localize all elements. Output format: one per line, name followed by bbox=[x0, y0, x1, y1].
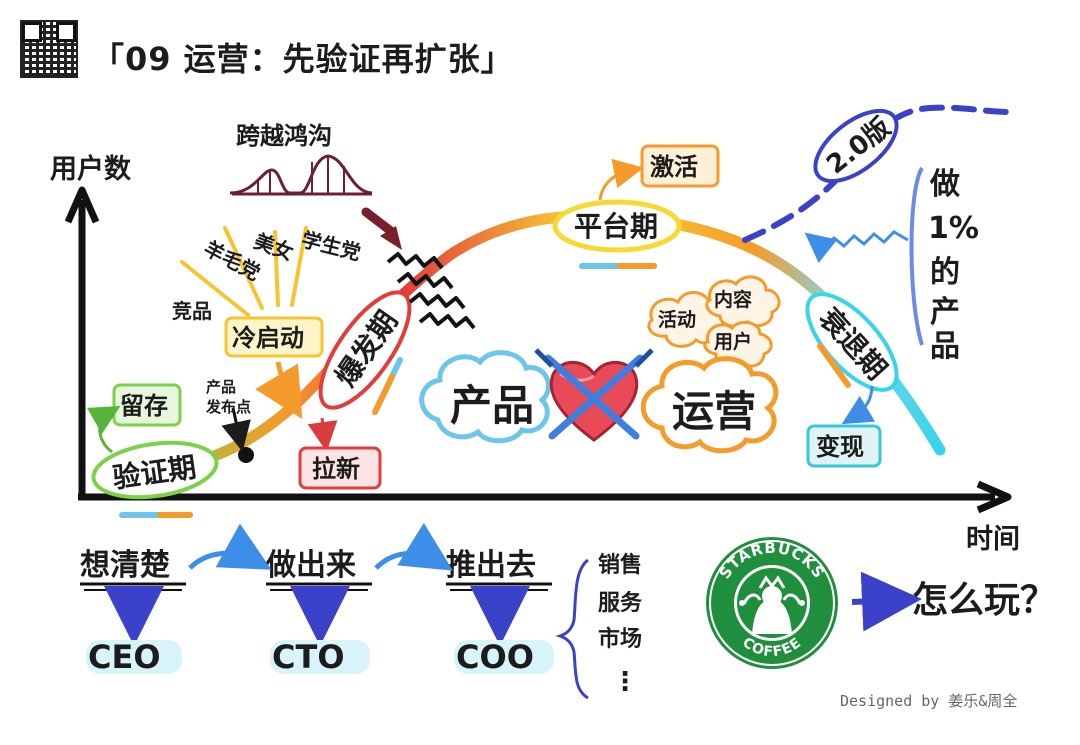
role-ceo: CEO bbox=[88, 638, 161, 676]
step-build: 做出来 bbox=[265, 548, 356, 583]
monetize-label: 变现 bbox=[816, 433, 864, 461]
operation-clouds: 活动 内容 用户 bbox=[647, 275, 781, 368]
one-percent-char-3: 的 bbox=[930, 255, 960, 290]
ray-label-students: 学生党 bbox=[299, 227, 363, 265]
one-percent-brace bbox=[909, 166, 924, 346]
one-percent-char-2: 1% bbox=[928, 211, 979, 246]
explode-progress-fill bbox=[372, 374, 395, 415]
wave-arrow bbox=[804, 230, 909, 263]
phase-explode-badge: 爆发期 bbox=[318, 290, 412, 415]
cloud-label-users: 用户 bbox=[714, 330, 752, 353]
role-cto: CTO bbox=[272, 638, 345, 676]
axes: 用户数 时间 bbox=[50, 153, 1020, 555]
cloud-label-content: 内容 bbox=[714, 288, 752, 311]
chasm-arrow bbox=[361, 207, 397, 237]
x-axis-label: 时间 bbox=[966, 524, 1020, 555]
activate-arrow bbox=[598, 158, 644, 201]
monetize-badge: 变现 bbox=[806, 385, 882, 468]
functions-brace bbox=[555, 558, 590, 700]
acquire-arrow bbox=[307, 417, 338, 452]
launch-arrow bbox=[221, 407, 251, 452]
activate-badge: 激活 bbox=[598, 144, 720, 201]
retain-badge: 留存 bbox=[86, 383, 182, 454]
acquire-badge: 拉新 bbox=[298, 417, 382, 490]
step-think: 想清楚 bbox=[80, 548, 170, 583]
cold-start-badge: 冷启动 bbox=[224, 316, 324, 420]
phase-decline-badge: 衰退期 bbox=[805, 292, 899, 392]
function-more: ⋮ bbox=[612, 667, 638, 697]
retain-label: 留存 bbox=[120, 392, 168, 420]
product-label: 产品 bbox=[450, 381, 534, 430]
y-axis-label: 用户数 bbox=[50, 153, 132, 185]
chasm-label: 跨越鸿沟 bbox=[236, 122, 332, 150]
one-percent-char-5: 品 bbox=[930, 329, 960, 364]
cold-start-label: 冷启动 bbox=[232, 324, 304, 352]
flow-arrow-1 bbox=[188, 523, 272, 570]
cold-start-arrow bbox=[255, 361, 303, 420]
qr-code bbox=[20, 20, 78, 78]
step-launch: 推出去 bbox=[446, 548, 536, 583]
function-service: 服务 bbox=[598, 591, 643, 616]
credit-line: Designed by 姜乐&周全 bbox=[840, 692, 1018, 710]
role-coo: COO bbox=[456, 638, 534, 676]
function-marketing: 市场 bbox=[598, 626, 642, 652]
acquire-label: 拉新 bbox=[312, 455, 360, 483]
one-percent-text: 做 1% 的 产 品 bbox=[928, 167, 979, 364]
function-sales: 销售 bbox=[598, 552, 642, 578]
operation-cloud: 运营 bbox=[640, 356, 779, 454]
cold-start-rays: 竞品 羊毛党 美女 学生党 bbox=[172, 226, 363, 323]
launch-label-line2: 发布点 bbox=[205, 398, 251, 416]
y-axis-arrow bbox=[64, 186, 100, 224]
operation-label: 运营 bbox=[672, 387, 756, 436]
one-percent-char-1: 做 bbox=[929, 167, 960, 202]
phase-platform-badge: 平台期 bbox=[552, 199, 682, 269]
page-title: 「09 运营：先验证再扩张」 bbox=[92, 40, 514, 78]
brand-question: 怎么玩？ bbox=[912, 580, 1056, 621]
x-axis-arrow bbox=[976, 480, 1012, 514]
phase-platform-label: 平台期 bbox=[574, 210, 658, 243]
version-2-badge: 2.0版 bbox=[813, 108, 899, 184]
heart-with-swords bbox=[534, 348, 654, 442]
launch-point-dot bbox=[238, 447, 254, 463]
decline-progress-bar bbox=[817, 343, 851, 388]
starbucks-logo: STARBUCKS COFFEE bbox=[706, 537, 838, 669]
process-flow: 想清楚 做出来 推出去 CEO CTO COO 销售 服务 市场 ⋮ bbox=[80, 522, 643, 700]
flow-arrow-2 bbox=[374, 522, 453, 571]
retain-arrow bbox=[86, 406, 121, 454]
one-percent-char-4: 产 bbox=[930, 295, 960, 330]
phase-verify-badge: 验证期 bbox=[91, 440, 219, 518]
launch-label-line1: 产品 bbox=[206, 378, 236, 396]
product-cloud: 产品 bbox=[419, 350, 552, 444]
brand-arrow bbox=[851, 571, 922, 632]
cloud-label-events: 活动 bbox=[658, 308, 696, 331]
chasm-illustration: 跨越鸿沟 bbox=[229, 122, 476, 330]
ray-label-competitor: 竞品 bbox=[172, 299, 212, 323]
monetize-arrow bbox=[841, 385, 876, 425]
activate-label: 激活 bbox=[650, 153, 698, 181]
